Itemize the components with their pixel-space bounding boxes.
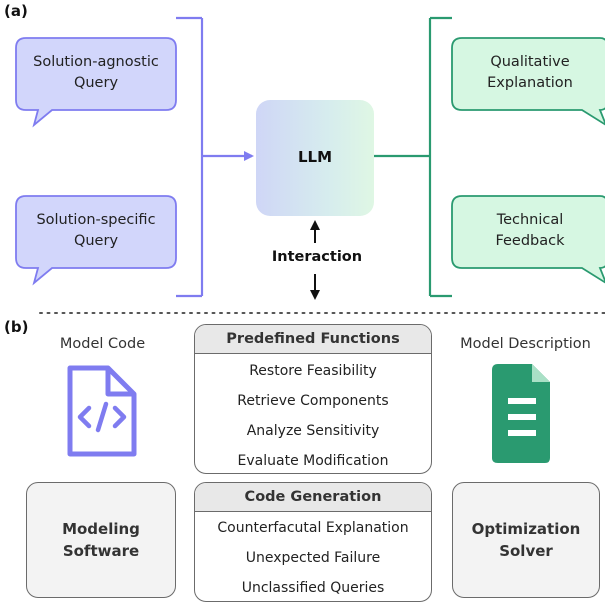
code-generation-title: Code Generation xyxy=(195,483,431,512)
query-bubble-solution-agnostic xyxy=(15,37,177,128)
query-line2: Query xyxy=(73,75,119,91)
panel-b-label: (b) xyxy=(4,318,29,336)
code-file-icon xyxy=(67,365,137,457)
predefined-functions-box: Predefined Functions Restore Feasibility… xyxy=(194,324,432,474)
llm-label: LLM xyxy=(297,148,333,166)
model-description-caption: Model Description xyxy=(460,336,591,352)
query-text-solution-agnostic: Solution-agnostic Query xyxy=(16,52,176,94)
function-analyze-sensitivity: Analyze Sensitivity xyxy=(246,423,380,439)
function-restore-feasibility: Restore Feasibility xyxy=(249,363,377,379)
query-line1: Solution-agnostic xyxy=(33,54,159,70)
query-line2: Query xyxy=(73,233,119,249)
code-generation-box: Code Generation Counterfacutal Explanati… xyxy=(194,482,432,602)
function-retrieve-components: Retrieve Components xyxy=(237,393,389,409)
output-bubble-qualitative xyxy=(451,37,605,126)
output-line1: Qualitative xyxy=(490,54,570,70)
predefined-functions-title: Predefined Functions xyxy=(195,325,431,354)
codegen-counterfactual-explanation: Counterfacutal Explanation xyxy=(217,520,409,536)
output-text-technical: Technical Feedback xyxy=(452,210,605,252)
codegen-unclassified-queries: Unclassified Queries xyxy=(241,580,385,596)
modeling-software-line1: Modeling xyxy=(62,520,140,538)
output-bubble-technical xyxy=(451,195,605,284)
function-evaluate-modification: Evaluate Modification xyxy=(237,453,389,469)
query-bubble-solution-specific xyxy=(15,195,177,286)
optimization-solver-line1: Optimization xyxy=(471,520,581,538)
panel-a-label: (a) xyxy=(4,2,28,20)
optimization-solver-line2: Solver xyxy=(499,542,553,560)
output-line2: Explanation xyxy=(487,75,573,91)
output-line1: Technical xyxy=(496,212,564,228)
query-line1: Solution-specific xyxy=(36,212,156,228)
modeling-software-box xyxy=(26,482,176,598)
output-text-qualitative: Qualitative Explanation xyxy=(452,52,605,94)
output-line2: Feedback xyxy=(495,233,565,249)
query-text-solution-specific: Solution-specific Query xyxy=(16,210,176,252)
optimization-solver-box xyxy=(452,482,600,598)
optimization-solver-label: Optimization Solver xyxy=(452,518,600,562)
codegen-unexpected-failure: Unexpected Failure xyxy=(245,550,381,566)
modeling-software-line2: Software xyxy=(62,542,140,560)
output-bracket xyxy=(374,16,452,298)
model-code-caption: Model Code xyxy=(59,336,146,352)
llm-box xyxy=(256,100,374,216)
document-icon xyxy=(492,364,550,463)
interaction-label: Interaction xyxy=(271,249,363,265)
input-bracket xyxy=(176,16,254,298)
modeling-software-label: Modeling Software xyxy=(26,518,176,562)
